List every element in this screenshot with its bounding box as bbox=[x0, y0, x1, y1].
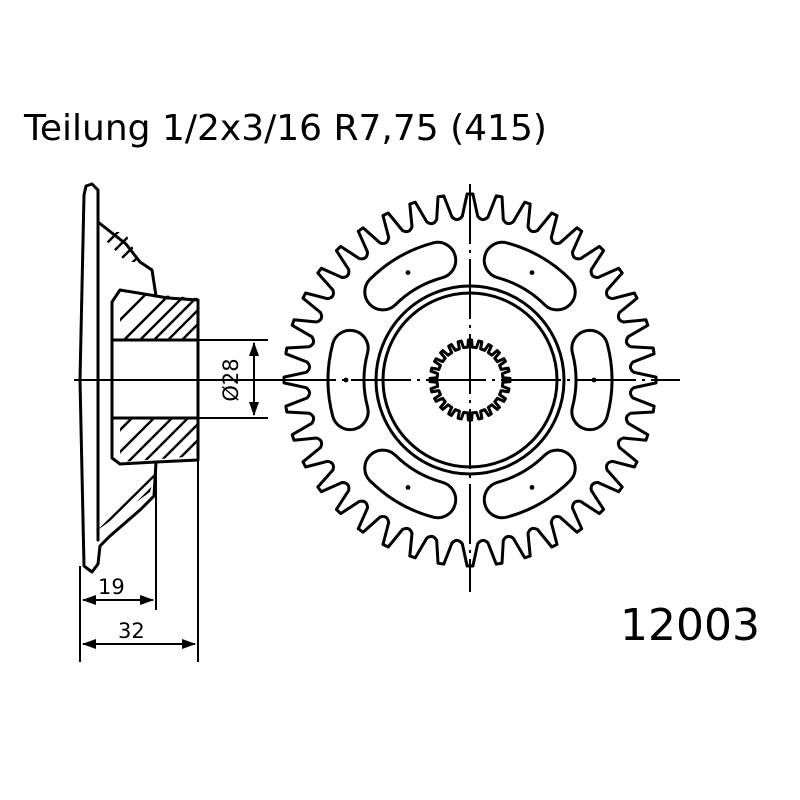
hatch-hub-bottom bbox=[120, 418, 198, 462]
side-profile-outline bbox=[78, 182, 200, 574]
side-section-view bbox=[74, 182, 290, 574]
bore-diameter-label: Ø28 bbox=[219, 358, 243, 401]
overall-width-label: 32 bbox=[118, 619, 145, 643]
part-number: 12003 bbox=[620, 600, 760, 651]
hatch-lower-web bbox=[84, 470, 156, 540]
hub-outer-circle bbox=[374, 284, 566, 476]
hub-inner-circle bbox=[381, 291, 559, 469]
slot-center-mark bbox=[405, 485, 411, 490]
hub-offset-label: 19 bbox=[98, 575, 125, 599]
slot-center-mark bbox=[405, 270, 411, 275]
lightening-slot bbox=[570, 328, 614, 432]
hub-upper-step bbox=[110, 288, 158, 466]
sprocket-tooth-outline bbox=[282, 192, 658, 568]
slot-center-mark bbox=[529, 485, 535, 490]
sprocket-front-view bbox=[276, 184, 680, 592]
lightening-slot bbox=[363, 448, 458, 520]
slot-center-mark bbox=[529, 270, 535, 275]
bore-dimension: Ø28 bbox=[198, 339, 268, 419]
lightening-slot bbox=[482, 240, 577, 312]
hatch-hub-top bbox=[120, 292, 198, 340]
slot-center-mark bbox=[343, 377, 349, 383]
width-dimensions: 19 32 bbox=[79, 460, 199, 662]
lightening-slot bbox=[363, 240, 458, 312]
slot-center-mark bbox=[591, 377, 597, 383]
lightening-slot bbox=[326, 328, 370, 432]
pitch-spec-title: Teilung 1/2x3/16 R7,75 (415) bbox=[23, 108, 547, 149]
lightening-slot bbox=[482, 448, 577, 520]
lightening-slots bbox=[326, 240, 614, 520]
spline-bore-outline bbox=[428, 338, 512, 422]
